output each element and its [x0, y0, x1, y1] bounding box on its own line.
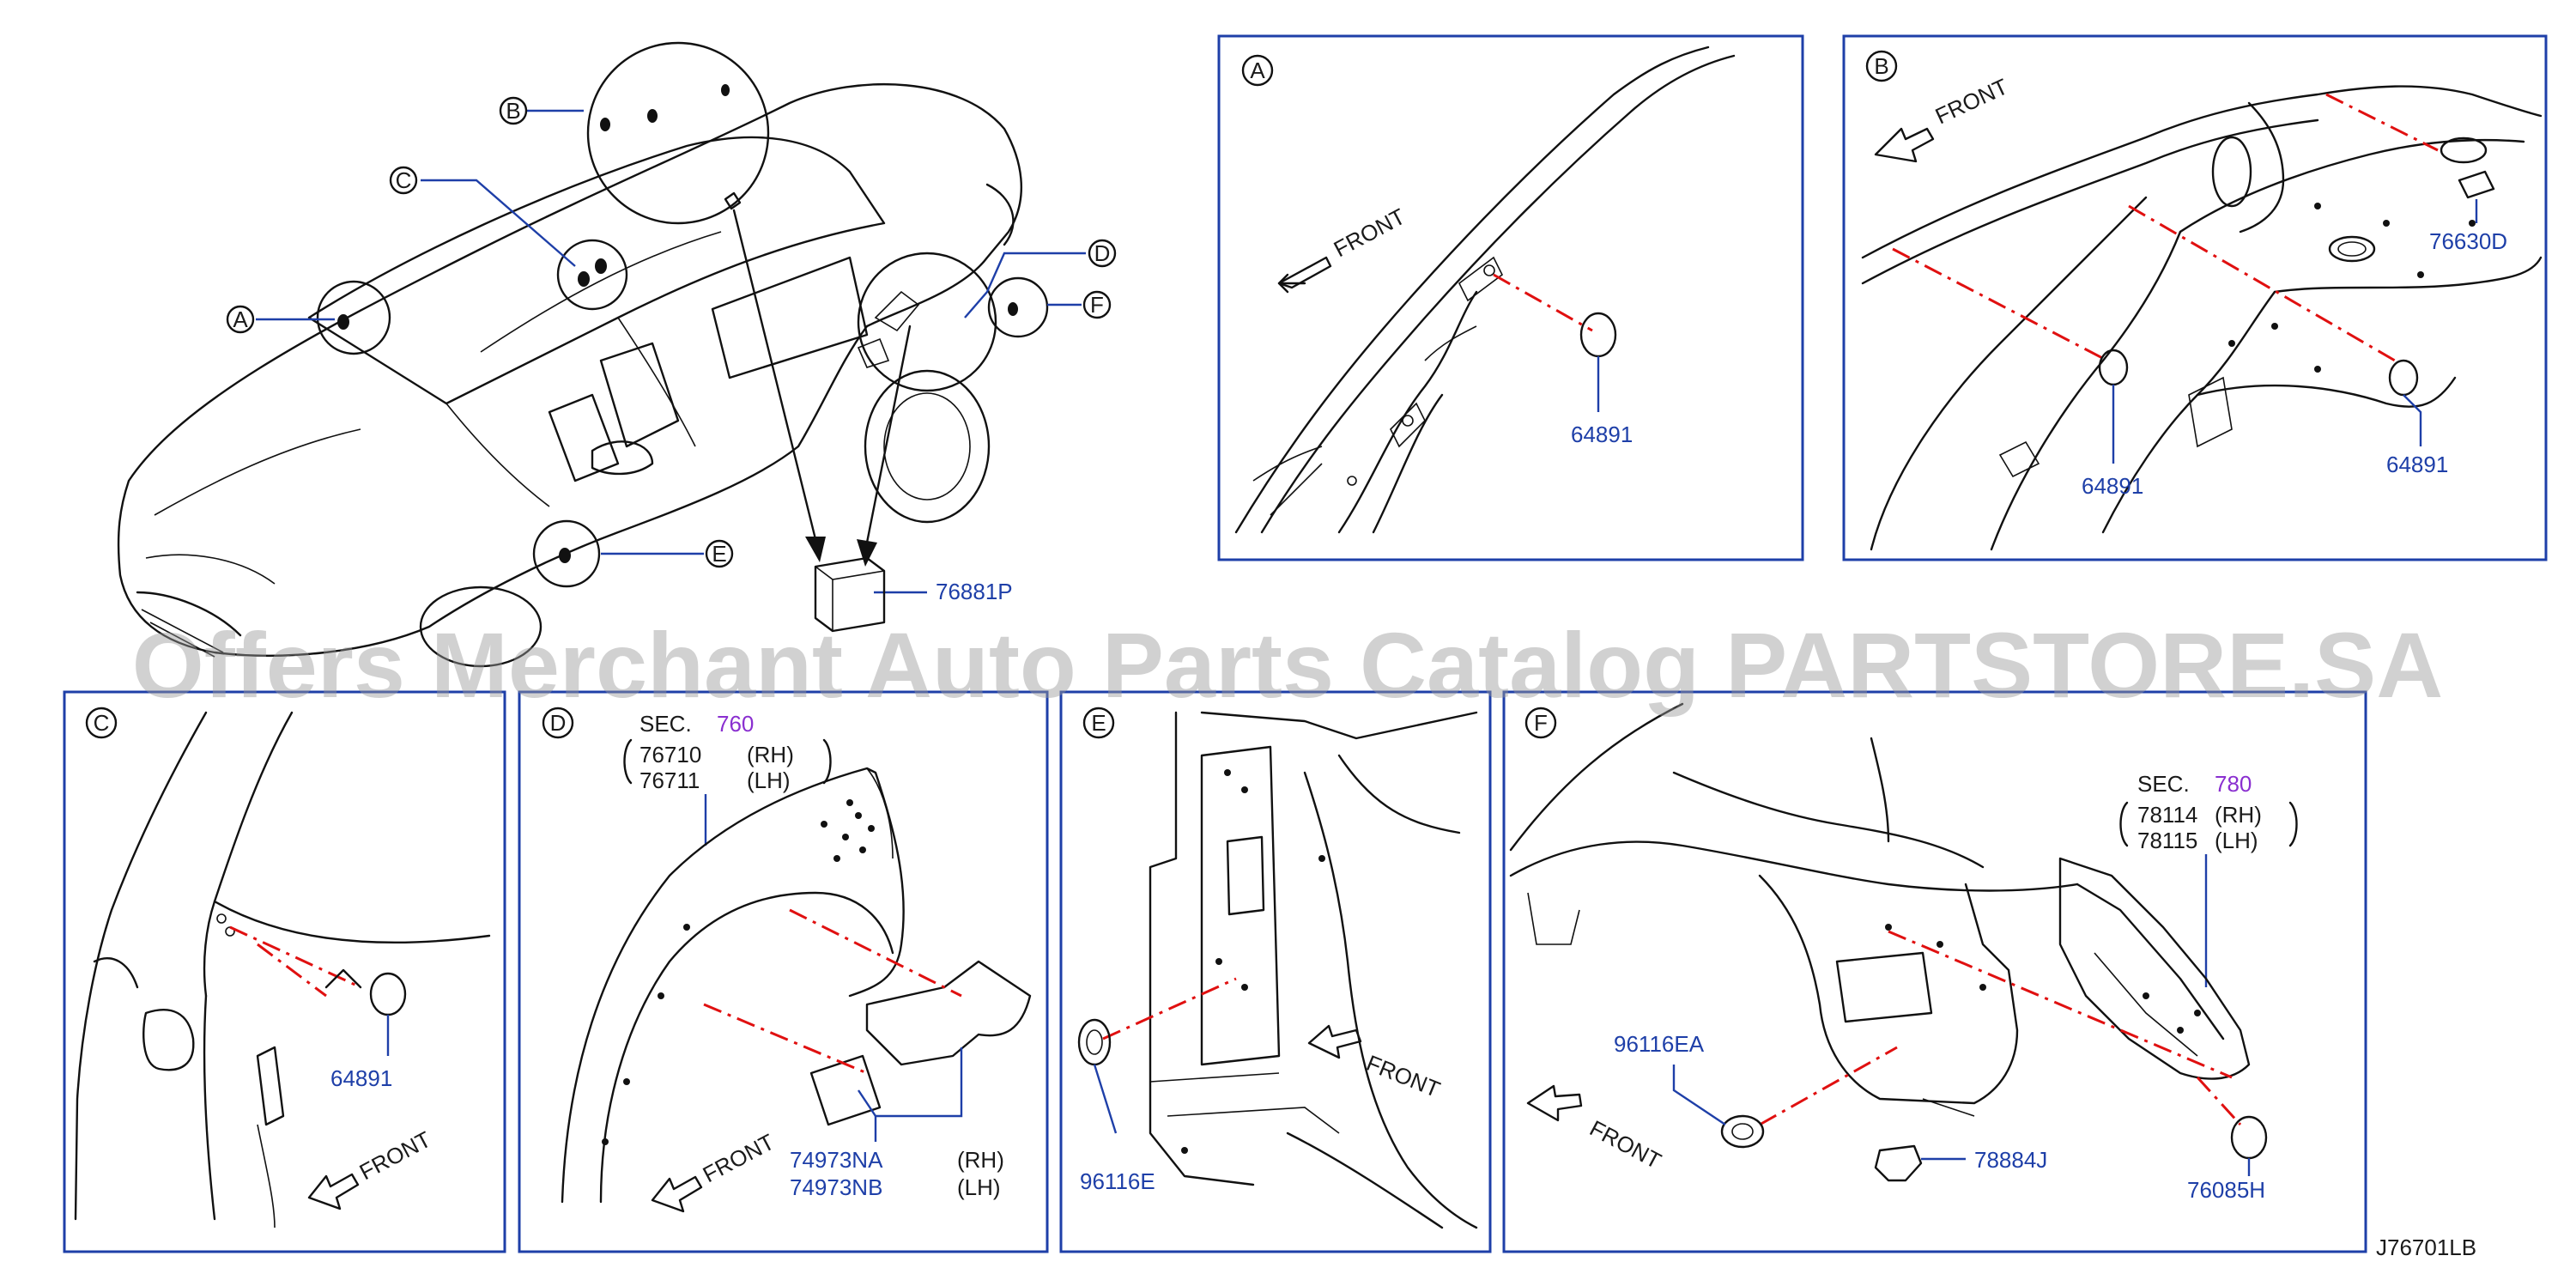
- panel-f-ref-side-lh: (LH): [2215, 828, 2258, 853]
- front-label-d: FRONT: [699, 1129, 779, 1188]
- panel-f: F SEC. 780 78114 (RH) 78115 (LH): [1502, 690, 2367, 1253]
- callout-e-label: E: [712, 541, 726, 567]
- panel-c: C FRONT 64891: [63, 690, 506, 1253]
- panel-c-letter: C: [94, 710, 110, 736]
- callout-f-label: F: [1090, 292, 1104, 318]
- panel-f-part-78884j: 78884J: [1974, 1147, 2047, 1173]
- detail-circle-f: [987, 276, 1049, 338]
- panel-d-part-side-lh: (LH): [957, 1174, 1001, 1200]
- panel-f-part-96116ea: 96116EA: [1614, 1031, 1705, 1057]
- callout-b-label: B: [506, 98, 520, 124]
- figure-id: J76701LB: [2376, 1235, 2476, 1260]
- part-76881p-label: 76881P: [936, 579, 1013, 604]
- callout-a-label: A: [233, 306, 248, 332]
- front-label-e: FRONT: [1363, 1050, 1444, 1102]
- panel-b: B FRONT 7663: [1842, 34, 2548, 561]
- front-label-b: FRONT: [1931, 73, 2012, 129]
- front-label-a: FRONT: [1330, 203, 1409, 263]
- detail-circle-e: [532, 519, 601, 588]
- front-label-f: FRONT: [1585, 1115, 1665, 1174]
- detail-circle-b: [586, 41, 770, 225]
- panel-e: E 96116E FRONT: [1059, 690, 1492, 1253]
- panel-a-part-64891: 64891: [1571, 422, 1633, 447]
- panel-b-part-76630d: 76630D: [2429, 228, 2507, 254]
- panel-f-ref-side-rh: (RH): [2215, 802, 2262, 828]
- panel-d-ref-side-lh: (LH): [747, 767, 791, 793]
- panel-d-part-side-rh: (RH): [957, 1147, 1004, 1173]
- panel-d-ref-num-lh: 76711: [639, 767, 700, 793]
- callout-c-label: C: [396, 167, 412, 193]
- overview-detail-circles: [316, 41, 1049, 588]
- front-label-c: FRONT: [355, 1126, 435, 1186]
- watermark: Offers Merchant Auto Parts Catalog PARTS…: [132, 613, 2443, 717]
- panel-b-letter: B: [1874, 53, 1888, 79]
- detail-circle-c: [556, 239, 628, 311]
- panel-d-sec-num: 760: [717, 711, 754, 737]
- overview-leaders: [256, 109, 1086, 594]
- panel-f-ref-num-lh: 78115: [2137, 828, 2197, 853]
- detail-circle-a: [316, 280, 391, 355]
- panel-f-ref-num-rh: 78114: [2137, 802, 2197, 828]
- callout-d-label: D: [1094, 240, 1111, 266]
- panel-f-letter: F: [1534, 710, 1548, 736]
- panel-d-ref-side-rh: (RH): [747, 742, 794, 767]
- panel-b-part-64891-left: 64891: [2082, 473, 2143, 499]
- panel-d-part-num-lh: 74973NB: [790, 1174, 882, 1200]
- overview-arrows: [724, 191, 912, 567]
- detail-circle-d: [857, 252, 997, 392]
- panel-e-part-96116e: 96116E: [1080, 1168, 1155, 1194]
- panel-e-letter: E: [1091, 710, 1106, 736]
- panel-c-part-64891: 64891: [330, 1065, 392, 1091]
- panel-a: A FRONT 64891: [1217, 34, 1804, 561]
- panel-d-sec-label: SEC.: [639, 711, 692, 737]
- panel-b-part-64891-right: 64891: [2386, 452, 2448, 477]
- panel-f-sec-num: 780: [2215, 771, 2252, 797]
- panel-d-letter: D: [550, 710, 567, 736]
- panel-d: D SEC. 760 76710 (RH) 76711 (LH) FRONT: [518, 690, 1049, 1253]
- panel-f-part-76085h: 76085H: [2187, 1177, 2265, 1203]
- panel-f-sec-label: SEC.: [2137, 771, 2190, 797]
- part-76881p-icon: [814, 556, 886, 633]
- panel-a-letter: A: [1250, 58, 1265, 83]
- panel-d-part-num-rh: 74973NA: [790, 1147, 883, 1173]
- overview-callouts: B C A D F E 76881P: [226, 96, 1117, 604]
- overview-car: [117, 82, 1023, 668]
- panel-d-ref-num-rh: 76710: [639, 742, 701, 767]
